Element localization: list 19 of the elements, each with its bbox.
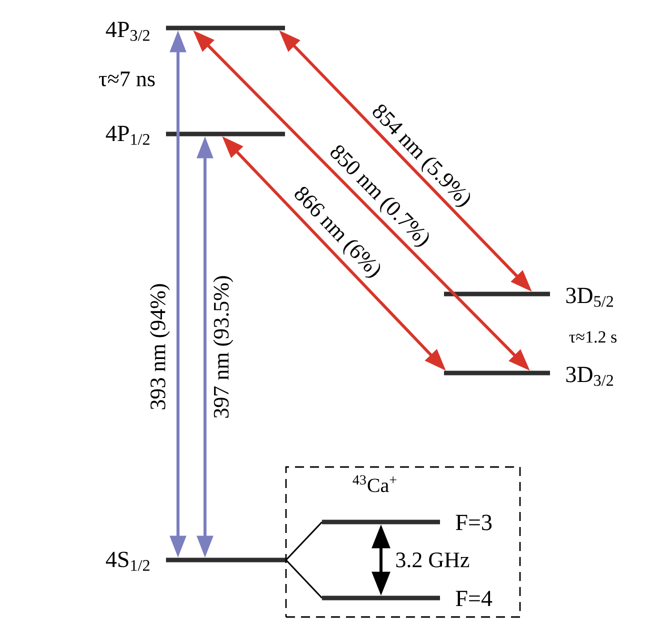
energy-level: 3D$_{5/2}$ [444, 288, 613, 307]
energy-level: 4S$_{1/2}$ [106, 552, 286, 571]
energy-level: 3D$_{3/2}$ [444, 366, 613, 386]
node-label: F=4 [456, 590, 492, 606]
connector-line [285, 521, 323, 561]
lifetime-label: τ≈1.2 s [569, 331, 617, 343]
connector-line [285, 559, 323, 599]
energy-level: 4P$_{3/2}$ [106, 22, 285, 41]
edge-label: 397 nm (93.5%) [213, 276, 234, 418]
energy-level: F=3 [322, 514, 492, 530]
edge-label: 3.2 GHz [396, 552, 470, 568]
lifetime-label: τ≈7 ns [99, 72, 155, 86]
energy-level: 4P$_{1/2}$ [106, 126, 285, 145]
edge-label: 393 nm (94%) [150, 284, 170, 410]
node-label: 4S$_{1/2}$ [106, 552, 150, 571]
energy-level: F=4 [322, 590, 492, 606]
node-label: 4P$_{1/2}$ [106, 126, 150, 145]
node-label: F=3 [456, 514, 492, 530]
node-label: 3D$_{3/2}$ [566, 366, 613, 386]
